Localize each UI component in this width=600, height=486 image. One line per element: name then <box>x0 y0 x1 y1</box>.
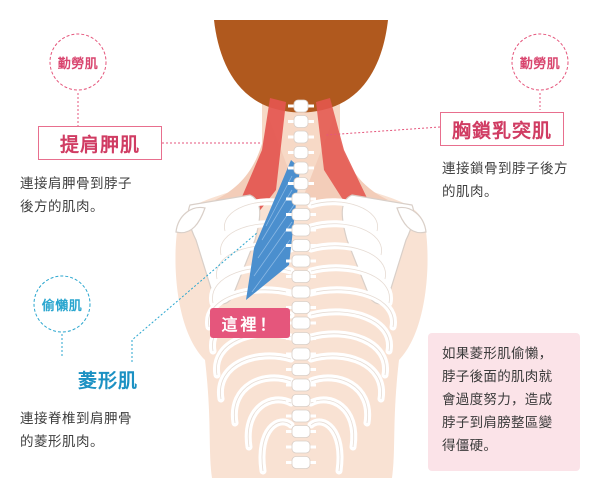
rhomboid-description: 連接脊椎到肩胛骨 的菱形肌肉。 <box>20 408 132 454</box>
vertebra <box>293 115 309 128</box>
leader-lines <box>61 93 541 362</box>
rib-l-5 <box>208 289 292 328</box>
rib-r-4 <box>310 267 390 304</box>
vertebra <box>291 363 311 376</box>
rib-r-3 <box>310 245 386 280</box>
description-line: 後方的肌肉。 <box>20 199 104 215</box>
vertebra <box>291 301 311 314</box>
scalloped-circle-icon <box>33 275 91 333</box>
vertebra <box>291 208 311 221</box>
left-shoulder-joint <box>175 206 206 234</box>
vertebra <box>293 146 309 159</box>
rib-l-8 <box>220 355 292 400</box>
levator-description: 連接肩胛骨到脖子 後方的肌肉。 <box>20 173 132 219</box>
badge-label: 勤勞肌 <box>519 56 561 72</box>
vertebra <box>291 456 311 469</box>
rib-r-6 <box>310 311 390 352</box>
lazy-muscle-badge: 偷懶肌 <box>30 272 94 336</box>
spine <box>286 99 316 469</box>
vertebra <box>291 270 311 283</box>
rib-r-1 <box>310 201 378 232</box>
upper-trapezius-shadow <box>215 115 300 200</box>
rhomboid-muscle <box>246 160 300 300</box>
right-shoulder-joint <box>396 206 427 234</box>
description-line: 的菱形肌肉。 <box>20 434 104 450</box>
vertebra <box>293 99 309 113</box>
description-line: 連接肩胛骨到脖子 <box>20 176 132 192</box>
vertebra <box>291 332 311 345</box>
vertebra <box>291 347 311 361</box>
vertebra <box>291 409 311 423</box>
note-line: 會過度努力，造成 <box>442 392 553 408</box>
levator-scapulae-label: 提肩胛肌 <box>38 126 162 160</box>
scm-description: 連接鎖骨到脖子後方 的肌肉。 <box>442 158 568 204</box>
vertebra <box>291 239 311 252</box>
vertebra <box>291 316 311 330</box>
rib-r-5 <box>310 289 394 328</box>
rib-l-10 <box>247 399 292 448</box>
badge-label: 偷懶肌 <box>41 298 83 314</box>
rib-r-11 <box>310 421 341 472</box>
description-line: 的肌肉。 <box>442 184 498 200</box>
vertebra <box>291 394 311 407</box>
hardworking-muscle-badge-right: 勤勞肌 <box>508 30 572 94</box>
rhomboid-label: 菱形肌 <box>62 362 154 396</box>
explanation-note: 如果菱形肌偷懶， 脖子後面的肌肉就 會過度努力，造成 脖子到肩膀整區變 得僵硬。 <box>428 333 580 471</box>
scm-label: 胸鎖乳突肌 <box>440 112 564 146</box>
rib-r-8 <box>310 355 382 400</box>
scalloped-circle-icon <box>511 33 569 91</box>
vertebra <box>291 378 311 392</box>
note-line: 如果菱形肌偷懶， <box>442 346 553 362</box>
description-line: 連接鎖骨到脖子後方 <box>442 161 568 177</box>
rib-r-2 <box>310 223 382 256</box>
vertebra <box>291 425 311 438</box>
rib-r-10 <box>310 399 355 448</box>
levator-scapulae-muscle <box>232 98 286 220</box>
note-line: 脖子到肩膀整區變 <box>442 415 553 431</box>
vertebra <box>293 130 309 144</box>
vertebra <box>291 285 311 299</box>
rib-l-9 <box>233 377 292 424</box>
rib-r-7 <box>310 333 386 376</box>
vertebra <box>291 192 311 206</box>
vertebra <box>293 177 309 190</box>
scm-muscle <box>316 98 368 214</box>
scalloped-circle-icon <box>49 33 107 91</box>
vertebra <box>291 223 311 237</box>
vertebra <box>291 254 311 268</box>
rib-l-11 <box>261 421 292 472</box>
note-line: 脖子後面的肌肉就 <box>442 369 553 385</box>
badge-label: 勤勞肌 <box>57 56 99 72</box>
here-callout: 這裡！ <box>210 308 290 338</box>
note-line: 得僵硬。 <box>442 438 498 454</box>
hardworking-muscle-badge-left: 勤勞肌 <box>46 30 110 94</box>
vertebra <box>293 161 309 175</box>
rib-r-9 <box>310 377 369 424</box>
hair <box>214 20 388 113</box>
vertebra <box>291 440 311 454</box>
description-line: 連接脊椎到肩胛骨 <box>20 411 132 427</box>
